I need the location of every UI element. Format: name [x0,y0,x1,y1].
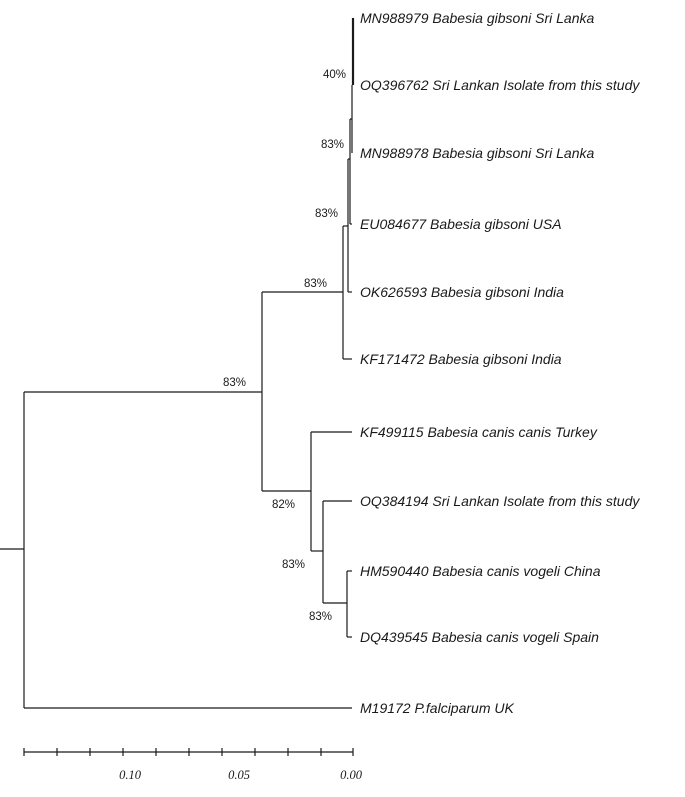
taxon-label-ok626593: OK626593 Babesia gibsoni India [360,284,564,300]
tree-branches [0,18,355,709]
support-value: 83% [223,377,246,389]
support-value: 83% [282,559,305,571]
taxon-labels: MN988979 Babesia gibsoni Sri Lanka OQ396… [360,10,640,716]
support-value: 83% [321,139,344,151]
taxon-label-kf171472: KF171472 Babesia gibsoni India [360,351,562,367]
support-values: 40% 83% 83% 83% 83% 82% 83% 83% [223,69,346,623]
support-value: 83% [309,611,332,623]
support-value: 83% [304,278,327,290]
scale-axis: 0.10 0.05 0.00 [23,748,363,782]
taxon-label-eu084677: EU084677 Babesia gibsoni USA [360,216,562,232]
scale-tick-label: 0.00 [340,768,363,782]
support-value: 82% [272,499,295,511]
taxon-label-oq396762: OQ396762 Sri Lankan Isolate from this st… [360,77,640,93]
support-value: 40% [323,69,346,81]
taxon-label-oq384194: OQ384194 Sri Lankan Isolate from this st… [360,493,640,509]
taxon-label-mn988979: MN988979 Babesia gibsoni Sri Lanka [360,10,594,26]
taxon-label-m19172: M19172 P.falciparum UK [360,700,514,716]
scale-tick-label: 0.05 [228,768,250,782]
support-value: 83% [315,208,338,220]
scale-tick-label: 0.10 [119,768,142,782]
taxon-label-kf499115: KF499115 Babesia canis canis Turkey [360,424,598,440]
taxon-label-hm590440: HM590440 Babesia canis vogeli China [360,563,601,579]
taxon-label-mn988978: MN988978 Babesia gibsoni Sri Lanka [360,145,594,161]
taxon-label-dq439545: DQ439545 Babesia canis vogeli Spain [360,629,599,645]
